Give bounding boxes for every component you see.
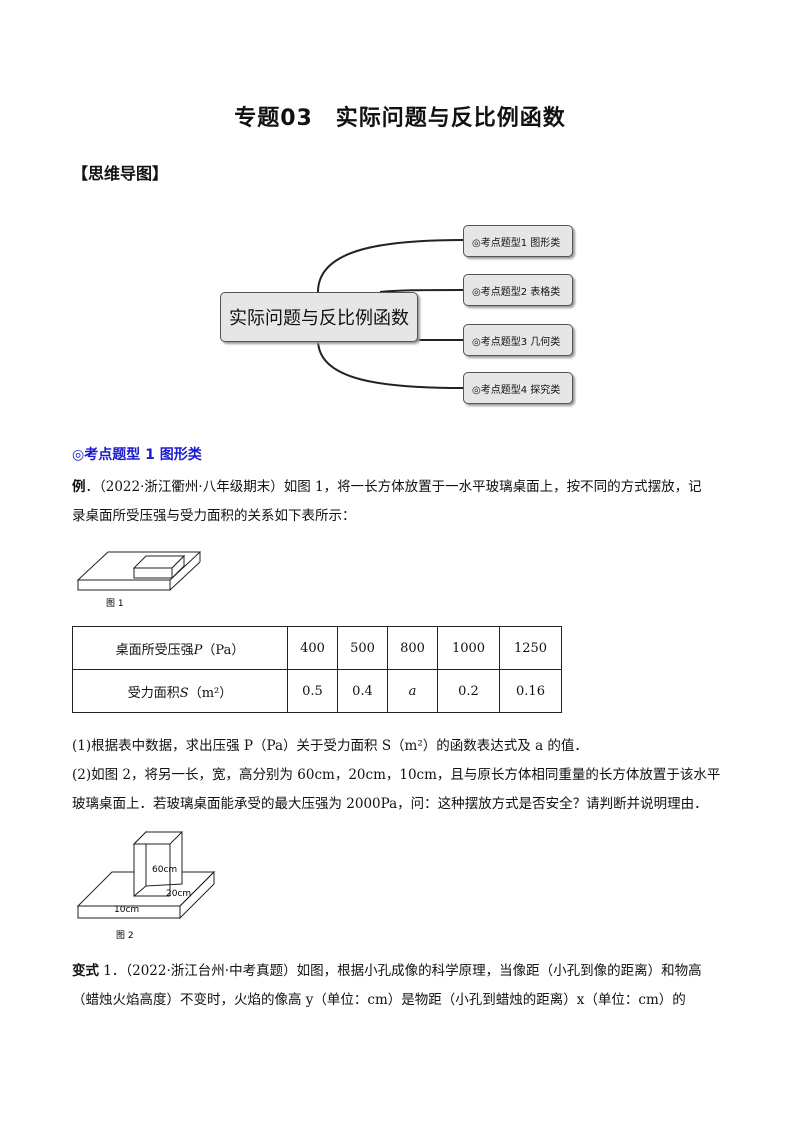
pressure-area-table: 桌面所受压强P（Pa） 400 500 800 1000 1250 受力面积S（… <box>72 626 562 713</box>
row-label: 桌面所受压强 <box>115 642 194 658</box>
table-cell: 1250 <box>499 626 562 670</box>
table-header-cell: 受力面积S（m²） <box>72 669 288 713</box>
mindmap-node-3: ◎考点题型3 几何类 <box>463 324 573 356</box>
mindmap-center-node: 实际问题与反比例函数 <box>220 292 418 342</box>
example-line-2: 录桌面所受压强与受力面积的关系如下表所示： <box>72 508 356 524</box>
row-label: 受力面积 <box>127 685 180 701</box>
figure-2-dim-depth: 10cm <box>114 905 139 915</box>
figure-2-dim-height: 60cm <box>152 865 177 875</box>
question-2-line-2: 玻璃桌面上．若玻璃桌面能承受的最大压强为 2000Pa，问：这种摆放方式是否安全… <box>72 796 708 812</box>
topic-heading: ◎考点题型 1 图形类 <box>72 447 202 463</box>
section-heading: 【思维导图】 <box>72 164 169 183</box>
table-row: 受力面积S（m²） 0.5 0.4 a 0.2 0.16 <box>72 669 562 713</box>
row-unit: （m²） <box>188 685 233 701</box>
table-cell: 800 <box>387 626 438 670</box>
variant-text-1: 1．（2022·浙江台州·中考真题）如图，根据小孔成像的科学原理，当像距（小孔到… <box>99 963 702 979</box>
row-unit: （Pa） <box>202 642 245 658</box>
mindmap-node-4: ◎考点题型4 探究类 <box>463 372 573 404</box>
example-label: 例 <box>72 479 86 495</box>
example-line-1: 例．（2022·浙江衢州·八年级期末）如图 1，将一长方体放置于一水平玻璃桌面上… <box>72 474 732 501</box>
table-header-cell: 桌面所受压强P（Pa） <box>72 626 288 670</box>
figure-2-upright-box: 60cm 20cm 10cm 图 2 <box>76 830 216 941</box>
table-cell: 500 <box>337 626 388 670</box>
variant-line-1: 变式 1．（2022·浙江台州·中考真题）如图，根据小孔成像的科学原理，当像距（… <box>72 958 732 985</box>
table-cell: 0.2 <box>437 669 500 713</box>
row-variable: P <box>193 642 203 658</box>
mindmap-node-2: ◎考点题型2 表格类 <box>463 274 573 306</box>
table-cell: a <box>387 669 438 713</box>
mindmap-connectors <box>317 239 464 389</box>
variant-label: 变式 <box>72 963 99 979</box>
figure-1-label: 图 1 <box>106 598 124 609</box>
table-row: 桌面所受压强P（Pa） 400 500 800 1000 1250 <box>72 626 562 670</box>
table-cell: 1000 <box>437 626 500 670</box>
table-cell: 0.4 <box>337 669 388 713</box>
question-1: (1)根据表中数据，求出压强 P（Pa）关于受力面积 S（m²）的函数表达式及 … <box>72 738 588 754</box>
table-cell: 0.16 <box>499 669 562 713</box>
mindmap-node-1: ◎考点题型1 图形类 <box>463 225 573 257</box>
figure-1-box-on-table: 图 1 <box>76 551 202 609</box>
page-title: 专题03 实际问题与反比例函数 <box>234 106 566 131</box>
table-cell: 400 <box>287 626 338 670</box>
example-text-1: ．（2022·浙江衢州·八年级期末）如图 1，将一长方体放置于一水平玻璃桌面上，… <box>85 479 702 495</box>
figure-2-label: 图 2 <box>116 930 134 941</box>
row-variable: S <box>179 685 189 701</box>
figure-2-dim-width: 20cm <box>166 889 191 899</box>
table-cell: 0.5 <box>287 669 338 713</box>
question-2-line-1: (2)如图 2，将另一长，宽，高分别为 60cm，20cm，10cm，且与原长方… <box>72 767 721 783</box>
variant-line-2: （蜡烛火焰高度）不变时，火焰的像高 y（单位：cm）是物距（小孔到蜡烛的距离）x… <box>72 992 686 1008</box>
